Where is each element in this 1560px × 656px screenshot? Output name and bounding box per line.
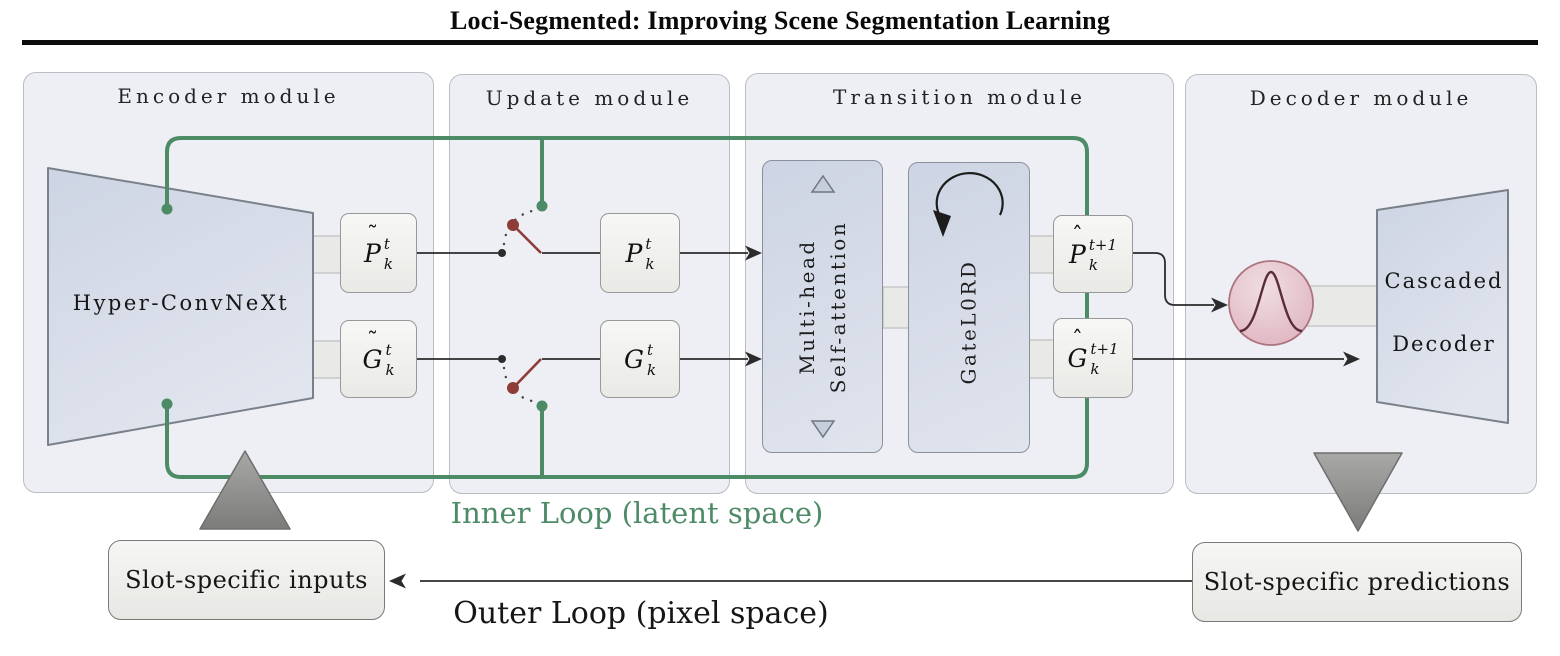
switch-top — [502, 208, 542, 254]
switch-top-lever — [513, 225, 542, 254]
transition-module-title: Transition module — [833, 85, 1086, 109]
encoder-module-title: Encoder module — [117, 84, 340, 108]
signal-wires — [417, 252, 1344, 582]
outer-loop-caption: Outer Loop (pixel space) — [453, 596, 829, 631]
gaussian-icon — [1228, 260, 1314, 346]
inner-loop-terminal-dots — [161, 200, 548, 412]
slot-specific-inputs-box: Slot-specific inputs — [108, 540, 385, 620]
cascaded-decoder-trapezoid — [1376, 189, 1509, 424]
title-underline — [22, 40, 1538, 45]
switch-bottom-lever — [513, 358, 542, 388]
switch-bottom-lever-dot — [507, 382, 519, 394]
attention-up-triangle-icon — [810, 174, 835, 193]
input-up-triangle-icon — [199, 450, 291, 530]
cascaded-decoder-label-line2: Decoder — [1392, 332, 1496, 356]
slot-specific-predictions-box: Slot-specific predictions — [1192, 542, 1522, 622]
gatelord-block: GateL0RD — [908, 162, 1030, 453]
inner-loop-line — [165, 136, 1089, 479]
prediction-down-triangle-icon — [1313, 452, 1403, 532]
gatelord-block-label: GateL0RD — [956, 259, 981, 385]
connector-stubs — [312, 235, 1381, 379]
switch-top-dotted-arc — [502, 208, 538, 246]
inner-loop-caption: Inner Loop (latent space) — [450, 496, 824, 530]
wire-junction-dots — [498, 249, 506, 363]
page-title: Loci-Segmented: Improving Scene Segmenta… — [449, 6, 1111, 35]
hyper-convnext-trapezoid — [47, 167, 314, 446]
multi-head-self-attention-block: Multi-head Self-attention — [762, 160, 883, 453]
cascaded-decoder-label-line1: Cascaded — [1384, 269, 1504, 293]
arrowhead-icons — [389, 245, 1360, 589]
switch-bottom-dotted-arc — [502, 366, 538, 404]
update-module-title: Update module — [485, 86, 694, 110]
recurrence-arrow-icon — [933, 172, 1004, 237]
switch-bottom — [502, 358, 542, 404]
attention-block-label: Multi-head Self-attention — [794, 220, 850, 393]
switch-top-lever-dot — [507, 219, 519, 231]
decoder-module-title: Decoder module — [1249, 86, 1473, 110]
panel-update-module: Update module — [449, 74, 730, 494]
hyper-convnext-label: Hyper-ConvNeXt — [72, 291, 290, 315]
attention-down-triangle-icon — [810, 420, 835, 439]
